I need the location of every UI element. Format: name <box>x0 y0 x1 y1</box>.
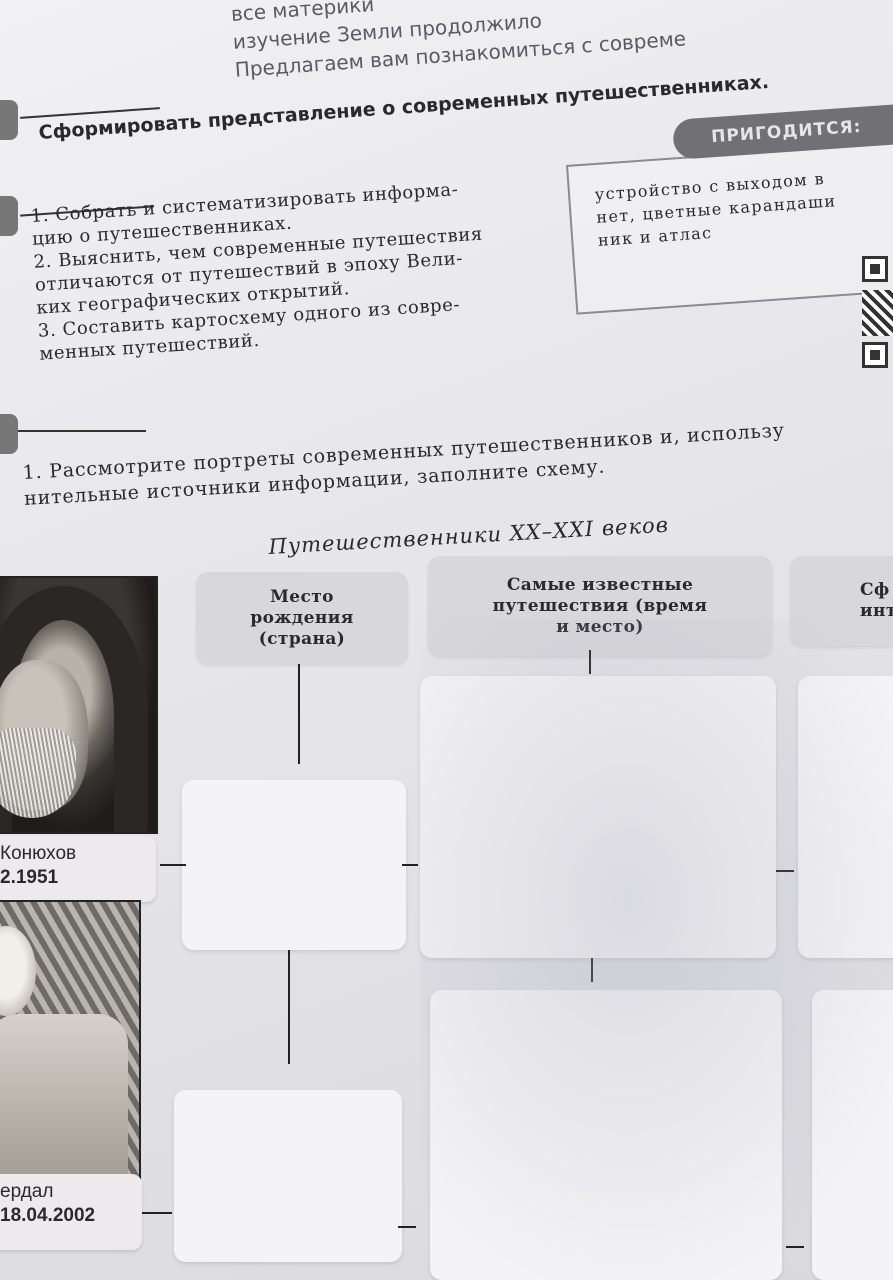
traveler-caption-1: Конюхов 2.1951 <box>0 836 156 902</box>
header-birthplace-label: Место рождения (страна) <box>250 586 354 649</box>
answer-cell-journeys-2[interactable] <box>430 990 782 1280</box>
header-journeys: Самые известные путешествия (время и мес… <box>428 556 772 656</box>
connector-dash <box>786 1246 804 1248</box>
traveler-portrait-1 <box>0 576 158 834</box>
qr-code-corner-icon <box>862 342 888 368</box>
answer-cell-birthplace-2[interactable] <box>174 1090 402 1262</box>
traveler-date-2: 18.04.2002 <box>0 1205 96 1226</box>
portrait-body <box>0 1014 128 1183</box>
traveler-name-1: Конюхов <box>0 843 77 864</box>
answer-cell-journeys-1[interactable] <box>420 676 776 958</box>
exercise-text: 1. Рассмотрите портреты современных путе… <box>22 410 893 512</box>
connector-dash <box>402 864 418 866</box>
scheme-title: Путешественники XX–XXI веков <box>268 512 670 559</box>
answer-cell-third-2[interactable] <box>812 990 893 1280</box>
tasks-marker <box>0 196 18 236</box>
connector-dash <box>160 864 186 866</box>
tasks-list: 1. Собрать и систематизировать информа- … <box>30 173 549 366</box>
answer-cell-third-1[interactable] <box>798 676 893 958</box>
header-third: Сф инте <box>790 556 893 646</box>
exercise-rule <box>18 430 146 432</box>
connector-dash <box>776 870 794 872</box>
qr-code-pattern-icon <box>862 290 893 336</box>
connector-line <box>591 958 593 982</box>
header-birthplace: Место рождения (страна) <box>196 572 408 664</box>
connector-dash <box>398 1226 416 1228</box>
qr-code-icon[interactable] <box>862 256 888 282</box>
header-journeys-label: Самые известные путешествия (время и мес… <box>492 574 708 637</box>
intro-text: все материки изучение Земли продолжило П… <box>230 0 893 84</box>
portrait-head <box>0 926 36 1016</box>
portrait-beard <box>0 728 76 818</box>
connector-dash <box>142 1212 172 1214</box>
connector-line <box>288 950 290 1064</box>
exercise-marker <box>0 414 18 454</box>
traveler-date-1: 2.1951 <box>0 867 59 888</box>
traveler-portrait-2 <box>0 900 141 1185</box>
connector-line <box>589 650 591 674</box>
traveler-name-2: ердал <box>0 1181 54 1202</box>
traveler-caption-2: ердал 18.04.2002 <box>0 1174 142 1250</box>
goal-marker <box>0 100 18 140</box>
header-third-label: Сф инте <box>860 580 893 621</box>
connector-line <box>298 664 300 764</box>
answer-cell-birthplace-1[interactable] <box>182 780 406 950</box>
